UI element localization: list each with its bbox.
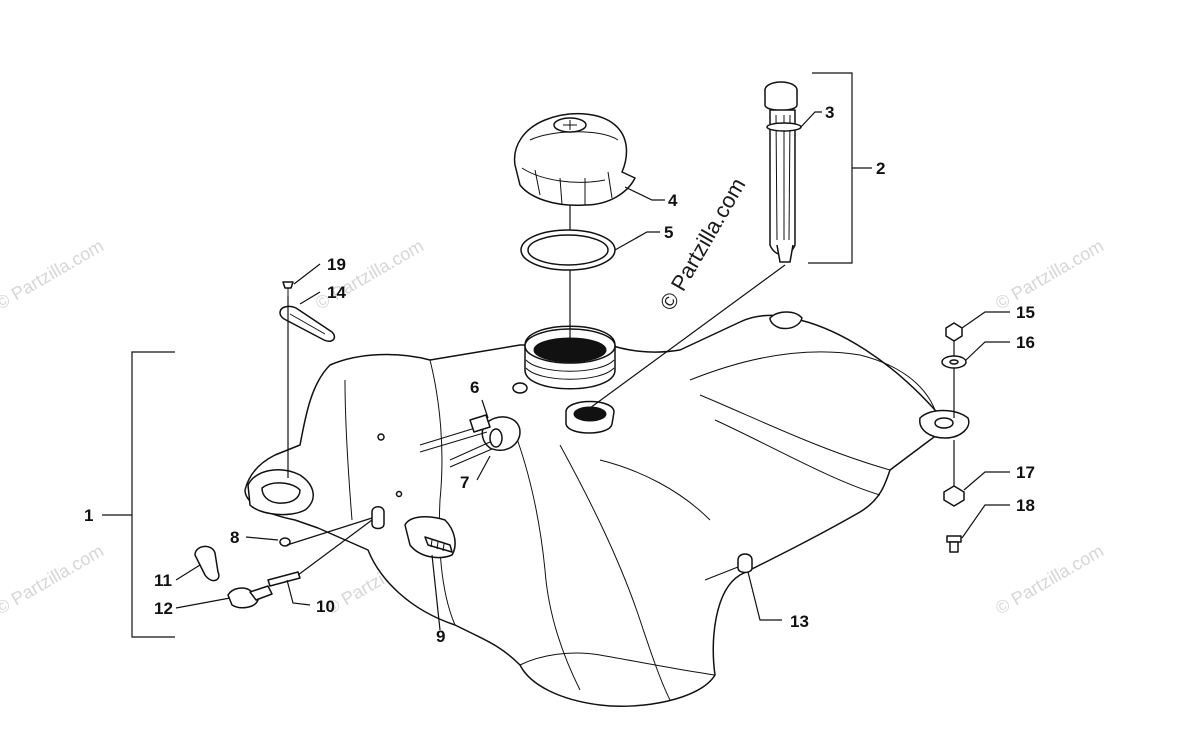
callout-16: 16 xyxy=(1016,333,1035,352)
callout-13: 13 xyxy=(790,612,809,631)
rear-mount-hardware xyxy=(941,322,967,553)
o-ring xyxy=(520,229,616,271)
callout-7: 7 xyxy=(460,473,469,492)
callout-6: 6 xyxy=(470,378,479,397)
strap-and-screw xyxy=(279,281,336,343)
callout-1: 1 xyxy=(84,506,93,525)
petcock xyxy=(404,515,456,559)
mounting-bolts xyxy=(419,414,503,468)
fuel-tank xyxy=(244,311,970,707)
callout-10: 10 xyxy=(316,597,335,616)
watermark-1: © Partzilla.com xyxy=(0,235,107,313)
callout-19: 19 xyxy=(327,255,346,274)
callout-17: 17 xyxy=(1016,463,1035,482)
fuel-gauge xyxy=(764,81,802,263)
callout-8: 8 xyxy=(230,528,239,547)
callouts: 1 2 3 4 5 6 7 8 9 10 11 12 13 14 15 16 1… xyxy=(84,103,1035,646)
callout-5: 5 xyxy=(664,223,673,242)
leader-lines xyxy=(102,72,1010,638)
callout-14: 14 xyxy=(327,283,346,302)
watermark-3: © Partzilla.com xyxy=(992,235,1107,313)
callout-18: 18 xyxy=(1016,496,1035,515)
callout-9: 9 xyxy=(436,627,445,646)
watermark-4: © Partzilla.com xyxy=(0,540,107,618)
callout-3: 3 xyxy=(825,103,834,122)
callout-12: 12 xyxy=(154,599,173,618)
callout-2: 2 xyxy=(876,159,885,178)
callout-11: 11 xyxy=(154,571,172,590)
fuel-line-parts xyxy=(194,537,301,609)
callout-4: 4 xyxy=(668,191,678,210)
watermark-7: © Partzilla.com xyxy=(992,540,1107,618)
callout-15: 15 xyxy=(1016,303,1035,322)
fuel-cap xyxy=(513,112,636,207)
